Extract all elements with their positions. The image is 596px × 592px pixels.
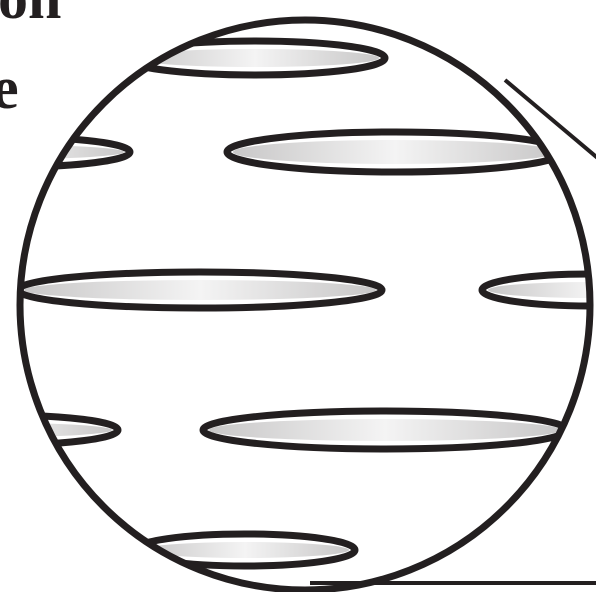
fiber-shading: [209, 419, 561, 441]
fiber-shading: [488, 282, 596, 298]
text-fragment-top: on: [0, 0, 61, 31]
fiber-shading: [0, 423, 112, 437]
text-fragment-side: e: [0, 55, 19, 121]
fiber-shading: [24, 280, 376, 300]
fiber-shading: [233, 140, 557, 164]
